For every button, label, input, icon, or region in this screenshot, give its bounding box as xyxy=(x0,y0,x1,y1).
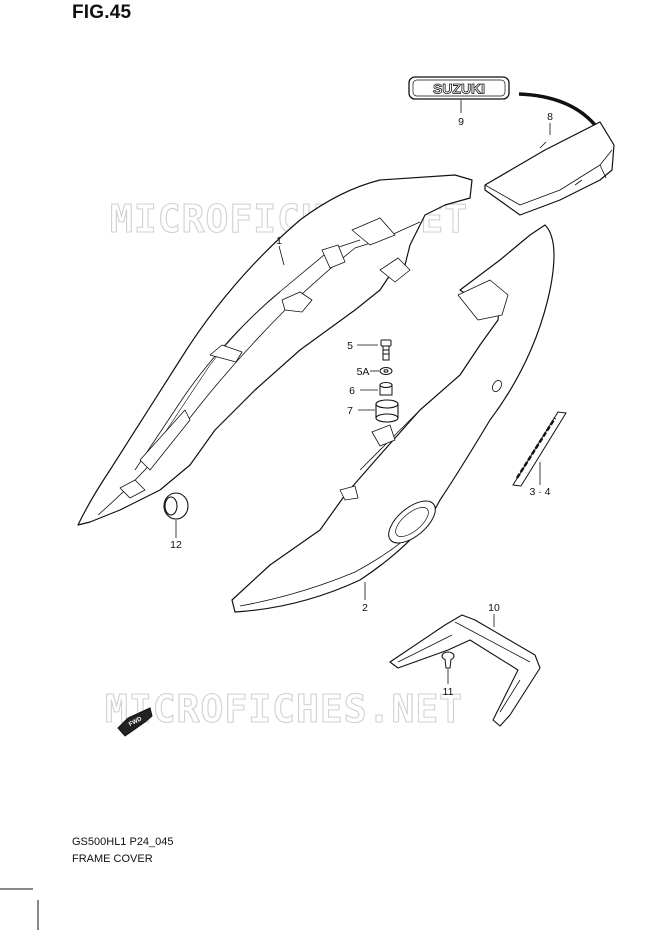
part-label-2: 2 xyxy=(362,602,368,614)
fwd-arrow-icon: FWD xyxy=(117,707,153,737)
clip-11 xyxy=(441,651,455,669)
washer-5A xyxy=(379,367,393,375)
grommet-12 xyxy=(163,492,189,520)
bolt-5 xyxy=(380,339,392,361)
part-label-1: 1 xyxy=(276,235,282,247)
grommet-7 xyxy=(375,399,399,423)
part-label-8: 8 xyxy=(547,111,553,123)
watermark-bottom: MICROFICHES.NET xyxy=(105,687,463,731)
decal-3-4 xyxy=(512,411,567,487)
part-label-12: 12 xyxy=(170,539,182,551)
figure-code: GS500HL1 P24_045 xyxy=(72,836,174,848)
part-label-5: 5 xyxy=(347,340,353,352)
figure-name: FRAME COVER xyxy=(72,853,153,865)
suzuki-emblem: SUZUKI xyxy=(408,76,510,100)
part-label-5A: 5A xyxy=(357,366,370,378)
part-label-3-4: 3 · 4 xyxy=(529,486,550,498)
figure-title: FIG.45 xyxy=(72,2,132,23)
frame-cover-right-2 xyxy=(231,224,555,613)
part-label-11: 11 xyxy=(443,686,454,698)
part-label-9: 9 xyxy=(458,116,464,128)
suzuki-emblem-text: SUZUKI xyxy=(433,81,485,97)
frame-cover-left-1 xyxy=(77,174,473,526)
part-label-10: 10 xyxy=(488,602,500,614)
collar-6 xyxy=(379,382,393,396)
part-label-7: 7 xyxy=(347,405,353,417)
part-labels: 1 2 3 · 4 5 5A 6 7 8 9 10 11 12 xyxy=(170,111,553,698)
tail-cover-8 xyxy=(484,92,615,216)
part-label-6: 6 xyxy=(349,385,355,397)
bracket-10 xyxy=(389,614,541,727)
